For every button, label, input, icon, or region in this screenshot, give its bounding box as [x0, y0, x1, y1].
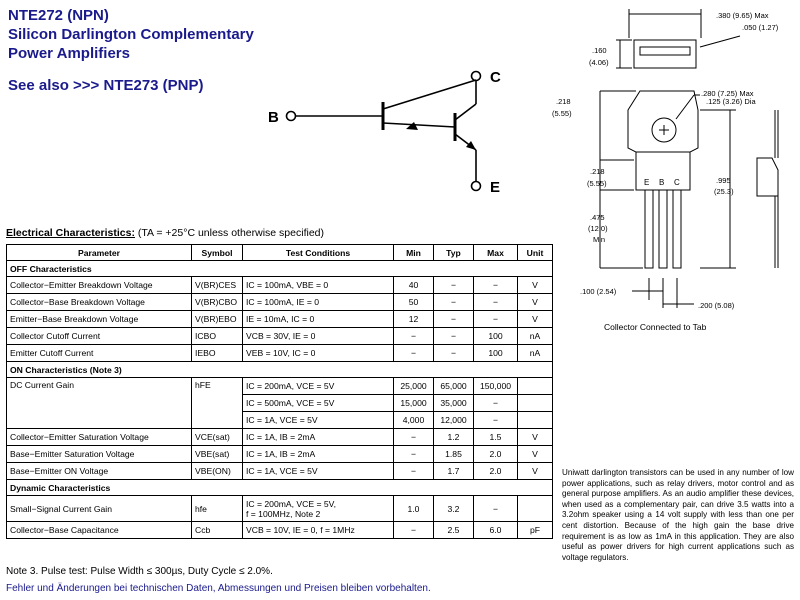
dim-tab-height-mm: (5.55) — [552, 109, 572, 118]
dim-hole-dia: .125 (3.26) Dia — [706, 97, 756, 106]
section-on: ON Characteristics (Note 3) — [6, 361, 553, 378]
dim-body-height-mm: (5.55) — [587, 179, 607, 188]
test-line-1: IC = 200mA, VCE = 5V, — [246, 498, 336, 509]
title-block: NTE272 (NPN) Silicon Darlington Compleme… — [8, 6, 338, 95]
section-dynamic: Dynamic Characteristics — [6, 479, 553, 496]
section-off: OFF Characteristics — [6, 260, 553, 277]
pulse-test-note: Note 3. Pulse test: Pulse Width ≤ 300µs,… — [6, 566, 273, 577]
ec-heading-title: Electrical Characteristics: — [6, 227, 135, 239]
see-also-link[interactable]: See also >>> NTE273 (PNP) — [8, 77, 204, 94]
dim-width-max: .380 (9.65) Max — [716, 11, 769, 20]
col-header-typ: Typ — [433, 244, 474, 261]
darlington-schematic — [285, 70, 482, 192]
dim-lead-pitch: .100 (2.54) — [580, 287, 617, 296]
col-header-max: Max — [473, 244, 518, 261]
pin-label-c: C — [674, 178, 680, 187]
electrical-characteristics-table: Parameter Symbol Test Conditions Min Typ… — [6, 244, 553, 539]
dim-lead-length-mm: (12.0) — [588, 224, 608, 233]
label-base: B — [268, 109, 279, 126]
emitter-terminal — [470, 180, 482, 192]
dim-thickness-mm: (4.06) — [589, 58, 609, 67]
dim-lead-length-min: Min — [593, 235, 605, 244]
arrow-q1 — [406, 122, 418, 130]
dim-tab-height: .218 — [556, 97, 571, 106]
title-description-2: Power Amplifiers — [8, 45, 130, 62]
package-side-view — [756, 110, 779, 268]
arrow-q2 — [466, 141, 476, 150]
dim-thickness: .160 — [592, 46, 607, 55]
title-part-number: NTE272 (NPN) — [8, 7, 109, 24]
col-header-unit: Unit — [517, 244, 553, 261]
collector-terminal — [470, 70, 482, 82]
table-row: DC Current Gain hFE IC = 200mA, VCE = 5V… — [6, 377, 553, 429]
col-header-symbol: Symbol — [191, 244, 243, 261]
footer-disclaimer: Fehler und Änderungen bei technischen Da… — [6, 583, 431, 594]
dim-tab-width: .280 (7.25) Max — [701, 89, 754, 98]
base-terminal — [285, 110, 297, 122]
col-header-test: Test Conditions — [242, 244, 394, 261]
tab-caption: Collector Connected to Tab — [604, 322, 707, 332]
dim-lead-length: .475 — [590, 213, 605, 222]
col-header-parameter: Parameter — [6, 244, 192, 261]
label-emitter: E — [490, 179, 500, 196]
package-front-view — [599, 90, 736, 308]
label-collector: C — [490, 69, 501, 86]
dim-body-height: .218 — [590, 167, 605, 176]
dim-lead-span: .200 (5.08) — [698, 301, 735, 310]
table-header-row: Parameter Symbol Test Conditions Min Typ… — [6, 244, 553, 261]
ec-heading-conditions: (TA = +25°C unless otherwise specified) — [137, 227, 324, 239]
package-top-view — [616, 9, 741, 69]
dim-overall-height-mm: (25.3) — [714, 187, 734, 196]
description-text: Uniwatt darlington transistors can be us… — [562, 468, 794, 562]
pin-label-b: B — [659, 178, 664, 187]
dim-overall-height: .995 — [716, 176, 731, 185]
dim-flange: .050 (1.27) — [742, 23, 779, 32]
ec-heading: Electrical Characteristics: (TA = +25°C … — [6, 227, 324, 239]
test-line-2: f = 100MHz, Note 2 — [246, 508, 321, 519]
pin-label-e: E — [644, 178, 649, 187]
col-header-min: Min — [393, 244, 434, 261]
title-description: Silicon Darlington Complementary — [8, 26, 254, 43]
